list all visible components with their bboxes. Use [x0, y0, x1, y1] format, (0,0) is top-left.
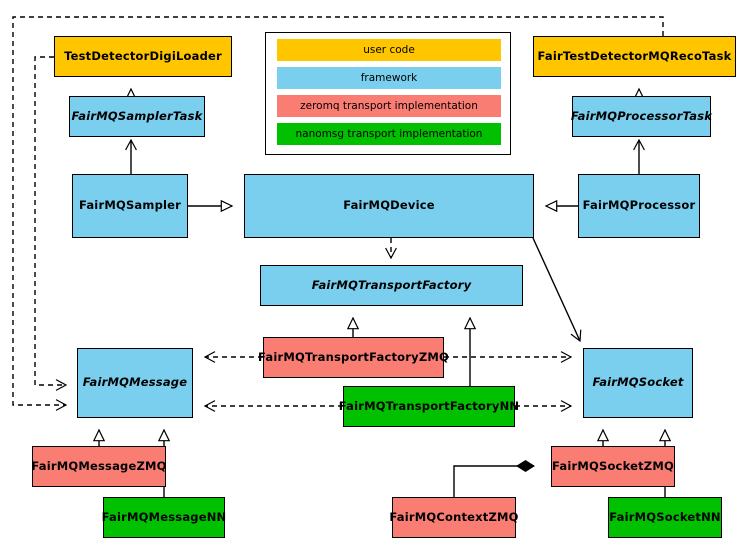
legend-label-framework: framework	[360, 72, 418, 84]
class-box-fairmqsocketzmq[interactable]: FairMQSocketZMQ	[551, 446, 675, 487]
class-label: FairMQProcessorTask	[570, 108, 713, 123]
edge-device-to-socket	[532, 237, 582, 343]
legend-item-user-code: user code	[277, 39, 501, 61]
class-box-fairmqtransportfactoryzmq[interactable]: FairMQTransportFactoryZMQ	[258, 337, 449, 378]
class-box-fairmqprocessortask[interactable]: FairMQProcessorTask	[570, 96, 713, 137]
class-label: FairMQMessage	[82, 375, 188, 390]
class-box-fairmqprocessor[interactable]: FairMQProcessor	[578, 174, 700, 238]
class-label: FairMQSamplerTask	[71, 108, 203, 123]
class-label: FairMQSocketNN	[609, 509, 721, 524]
legend-label-user-code: user code	[363, 44, 415, 56]
legend-item-nanomsg: nanomsg transport implementation	[277, 123, 501, 145]
class-label: FairMQMessageZMQ	[31, 458, 167, 473]
class-label: TestDetectorDigiLoader	[64, 48, 222, 63]
class-box-fairmqtransportfactory[interactable]: FairMQTransportFactory	[260, 265, 523, 306]
class-box-fairmqcontextzmq[interactable]: FairMQContextZMQ	[389, 497, 519, 538]
class-label: FairMQSocketZMQ	[552, 458, 674, 473]
edge-contextzmq-composition-socketzmq	[453, 466, 534, 497]
class-box-fairmqsocketnn[interactable]: FairMQSocketNN	[608, 497, 722, 538]
class-box-fairmqmessagezmq[interactable]: FairMQMessageZMQ	[31, 446, 167, 487]
class-box-fairmqmessagenn[interactable]: FairMQMessageNN	[101, 497, 227, 538]
legend-label-zeromq: zeromq transport implementation	[300, 100, 478, 112]
class-label: FairMQSampler	[78, 198, 182, 213]
class-label: FairMQDevice	[343, 198, 435, 213]
class-label: FairMQProcessor	[582, 198, 696, 213]
class-label: FairMQContextZMQ	[389, 509, 519, 524]
class-box-fairmqdevice[interactable]: FairMQDevice	[244, 174, 534, 238]
class-box-fairmqtransportfactorynn[interactable]: FairMQTransportFactoryNN	[339, 386, 519, 427]
legend-item-framework: framework	[277, 67, 501, 89]
class-label: FairMQMessageNN	[101, 509, 227, 524]
class-box-fairmqsamplertask[interactable]: FairMQSamplerTask	[69, 96, 205, 137]
class-label: FairMQTransportFactory	[311, 277, 472, 292]
class-box-fairmqmessage[interactable]: FairMQMessage	[77, 348, 193, 418]
legend-label-nanomsg: nanomsg transport implementation	[295, 128, 483, 140]
class-box-fairmqsocket[interactable]: FairMQSocket	[583, 348, 693, 418]
edge-digiloader-to-message	[34, 56, 68, 391]
class-label: FairTestDetectorMQRecoTask	[537, 48, 732, 63]
class-label: FairMQTransportFactoryZMQ	[258, 349, 450, 364]
class-label: FairMQTransportFactoryNN	[338, 398, 520, 413]
class-box-fairmqsampler[interactable]: FairMQSampler	[72, 174, 188, 238]
legend-panel: user code framework zeromq transport imp…	[265, 32, 511, 155]
legend-item-zeromq: zeromq transport implementation	[277, 95, 501, 117]
class-label: FairMQSocket	[592, 375, 684, 390]
class-box-fairtestdetectormqrecotask[interactable]: FairTestDetectorMQRecoTask	[533, 36, 736, 77]
class-box-testdetectordigiloader[interactable]: TestDetectorDigiLoader	[54, 36, 232, 77]
